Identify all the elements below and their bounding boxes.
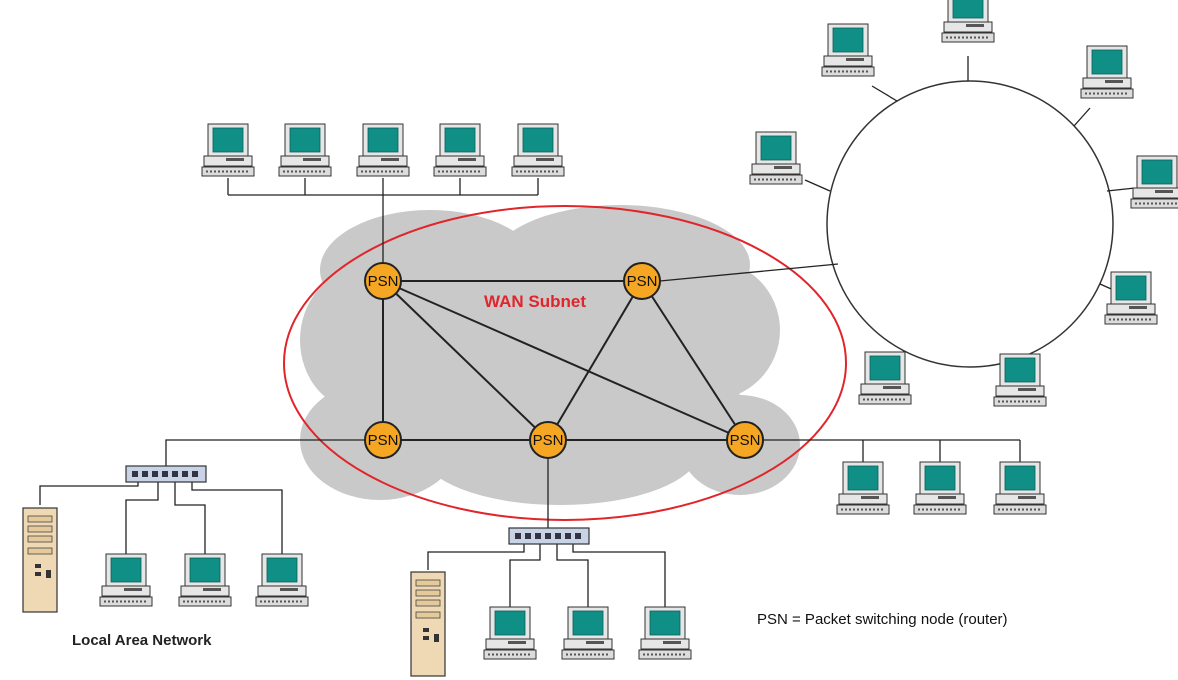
- server-icon: [22, 507, 58, 613]
- workstation-icon: [178, 553, 232, 607]
- workstation-icon: [913, 461, 967, 515]
- legend-text: PSN = Packet switching node (router): [757, 611, 1008, 628]
- lan-label: Local Area Network: [72, 632, 212, 649]
- psn-node: PSN: [623, 262, 661, 300]
- server-icon: [410, 571, 446, 677]
- svg-text:PSN: PSN: [627, 273, 658, 290]
- workstation-icon: [483, 606, 537, 660]
- hub-icon: [125, 465, 207, 483]
- top-bus: [227, 178, 539, 196]
- workstation-icon: [278, 123, 332, 177]
- ring-network: [826, 80, 1114, 368]
- workstation-icon: [201, 123, 255, 177]
- svg-text:PSN: PSN: [730, 432, 761, 449]
- bottom-lan-wiring: [427, 544, 666, 610]
- workstation-icon: [561, 606, 615, 660]
- right-bus: [862, 440, 1021, 462]
- wan-subnet-boundary: [283, 205, 847, 521]
- workstation-icon: [821, 23, 875, 77]
- psn-links: [165, 195, 1020, 528]
- wan-subnet-label: WAN Subnet: [484, 292, 586, 311]
- workstation-icon: [836, 461, 890, 515]
- workstation-icon: [433, 123, 487, 177]
- psn-node: PSN: [364, 262, 402, 300]
- workstation-icon: [638, 606, 692, 660]
- hub-icon: [508, 527, 590, 545]
- workstation-icon: [1130, 155, 1178, 209]
- svg-text:PSN: PSN: [533, 432, 564, 449]
- workstation-icon: [1104, 271, 1158, 325]
- workstation-icon: [858, 351, 912, 405]
- workstation-icon: [255, 553, 309, 607]
- svg-text:PSN: PSN: [368, 273, 399, 290]
- lan-wiring: [39, 474, 283, 555]
- svg-text:PSN: PSN: [368, 432, 399, 449]
- workstation-icon: [993, 461, 1047, 515]
- workstation-icon: [99, 553, 153, 607]
- workstation-icon: [749, 131, 803, 185]
- workstation-icon: [993, 353, 1047, 407]
- psn-node: PSN: [726, 421, 764, 459]
- workstation-icon: [356, 123, 410, 177]
- psn-node: PSN: [529, 421, 567, 459]
- psn-node: PSN: [364, 421, 402, 459]
- workstation-icon: [941, 0, 995, 43]
- workstation-icon: [511, 123, 565, 177]
- workstation-icon: [1080, 45, 1134, 99]
